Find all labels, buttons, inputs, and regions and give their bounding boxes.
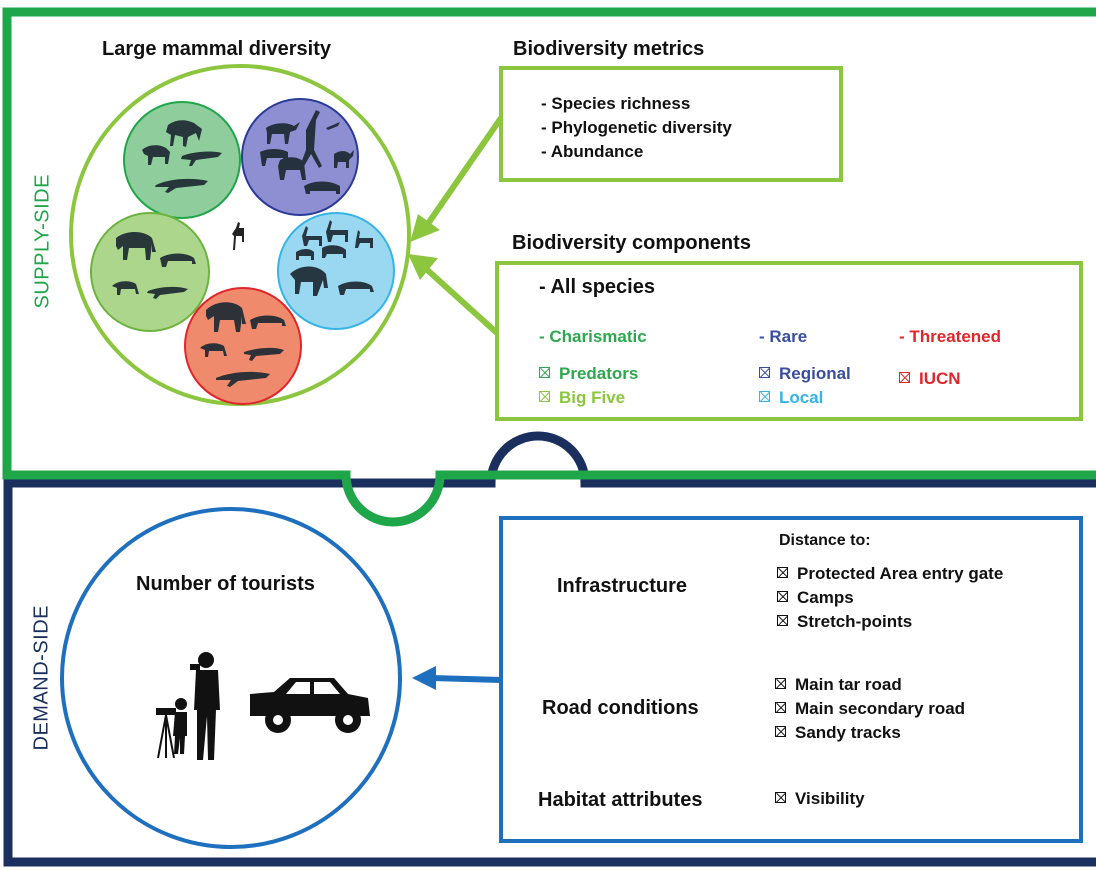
demand-arrow (412, 666, 502, 690)
tourist-photographer-icon (156, 652, 220, 760)
regional-item: Regional (759, 364, 851, 384)
checkbox-icon (899, 372, 910, 383)
habitat-attributes-label: Habitat attributes (538, 789, 703, 811)
iucn-item: IUCN (899, 369, 961, 389)
habitat-item-label: Visibility (795, 789, 865, 808)
tourists-circle (60, 507, 402, 849)
checkbox-icon (777, 591, 788, 602)
checkbox-icon (775, 678, 786, 689)
checkbox-icon (759, 367, 770, 378)
road-item-secondary: Main secondary road (775, 699, 965, 719)
charismatic-label: - Charismatic (539, 327, 647, 346)
infrastructure-item-gate: Protected Area entry gate (777, 564, 1003, 584)
infrastructure-item-label: Protected Area entry gate (797, 564, 1004, 583)
predator-group-icon (142, 120, 222, 193)
infrastructure-label: Infrastructure (557, 575, 688, 597)
tourists-title: Number of tourists (136, 573, 315, 595)
safari-vehicle-icon (250, 678, 370, 733)
components-title: Biodiversity components (512, 232, 751, 254)
road-item-tar: Main tar road (775, 675, 902, 695)
habitat-item-visibility: Visibility (775, 789, 865, 809)
supply-side-label: SUPPLY-SIDE (31, 174, 54, 309)
components-box (495, 261, 1083, 421)
herbivore-group-icon (260, 110, 354, 194)
checkbox-icon (539, 367, 550, 378)
demand-side-label: DEMAND-SIDE (30, 604, 53, 751)
road-item-label: Main secondary road (795, 699, 966, 718)
big-five-group-icon (112, 232, 196, 299)
gazelle-icon (232, 222, 244, 250)
predators-circle (123, 101, 241, 219)
local-label: Local (779, 388, 824, 407)
local-item: Local (759, 388, 823, 408)
threatened-group-icon (200, 302, 286, 387)
checkbox-icon (777, 567, 788, 578)
regional-label: Regional (779, 364, 851, 383)
checkbox-icon (775, 726, 786, 737)
all-species-label: - All species (539, 276, 655, 298)
supply-side-frame (2, 7, 1096, 527)
checkbox-icon (775, 792, 786, 803)
predators-item: Predators (539, 364, 638, 384)
checkbox-icon (539, 391, 550, 402)
infrastructure-item-camps: Camps (777, 588, 854, 608)
metrics-box (499, 66, 843, 182)
metrics-title: Biodiversity metrics (513, 38, 705, 60)
metric-phylogenetic-diversity: - Phylogenetic diversity (541, 118, 732, 137)
infrastructure-item-stretch-points: Stretch-points (777, 612, 912, 632)
animal-silhouettes (112, 110, 374, 387)
predators-label: Predators (559, 364, 639, 383)
infrastructure-item-label: Stretch-points (797, 612, 913, 631)
road-conditions-label: Road conditions (542, 697, 699, 719)
checkbox-icon (777, 615, 788, 626)
metric-species-richness: - Species richness (541, 94, 691, 113)
road-item-sandy: Sandy tracks (775, 723, 901, 743)
distance-to-label: Distance to: (779, 532, 871, 549)
road-item-label: Sandy tracks (795, 723, 901, 742)
rare-label: - Rare (759, 327, 808, 346)
threatened-label: - Threatened (899, 327, 1002, 346)
mammal-diversity-title: Large mammal diversity (102, 38, 331, 60)
big-five-item: Big Five (539, 388, 625, 408)
threatened-circle (184, 287, 302, 405)
checkbox-icon (775, 702, 786, 713)
supply-arrows (408, 116, 504, 336)
big-five-circle (90, 212, 210, 332)
iucn-label: IUCN (919, 369, 961, 388)
road-item-label: Main tar road (795, 675, 902, 694)
big-five-label: Big Five (559, 388, 626, 407)
infrastructure-item-label: Camps (797, 588, 854, 607)
metric-abundance: - Abundance (541, 142, 644, 161)
checkbox-icon (759, 391, 770, 402)
antelope-group-icon (290, 220, 374, 296)
